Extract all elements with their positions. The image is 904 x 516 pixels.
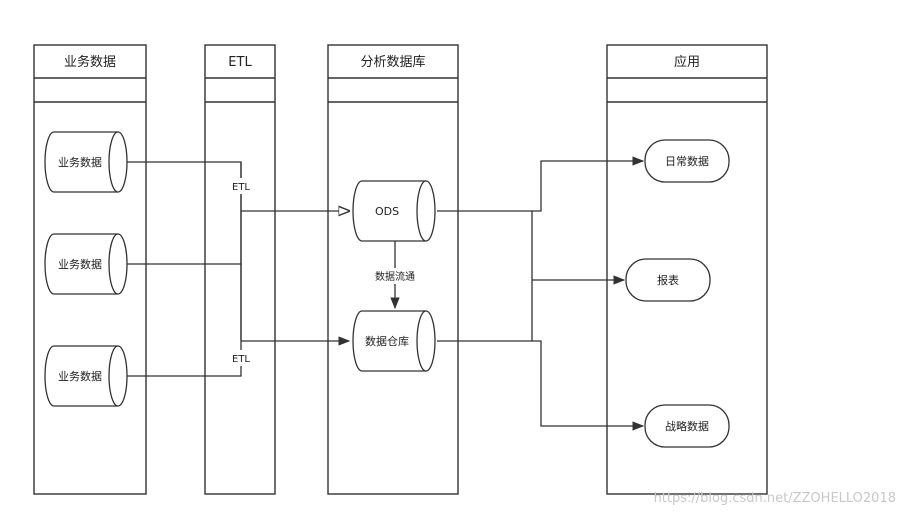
lane-etl: ETL bbox=[204, 44, 276, 495]
svg-text:战略数据: 战略数据 bbox=[665, 419, 709, 433]
svg-text:日常数据: 日常数据 bbox=[665, 154, 709, 168]
lane-title-analysis-db: 分析数据库 bbox=[360, 54, 425, 70]
edge-label-flow: 数据流通 bbox=[375, 270, 415, 283]
node-biz-2: 业务数据 bbox=[44, 233, 128, 295]
svg-text:数据仓库: 数据仓库 bbox=[365, 334, 409, 348]
watermark: https://blog.csdn.net/ZZOHELLO2018 bbox=[653, 491, 896, 506]
svg-text:业务数据: 业务数据 bbox=[58, 155, 102, 169]
svg-text:业务数据: 业务数据 bbox=[58, 369, 102, 383]
edge-label-etl-bottom: ETL bbox=[232, 354, 250, 365]
svg-text:报表: 报表 bbox=[657, 273, 679, 287]
edge-to-strategy bbox=[532, 340, 645, 431]
edge-label-etl-top: ETL bbox=[232, 182, 250, 193]
lane-title-application: 应用 bbox=[674, 54, 700, 70]
node-strategy: 战略数据 bbox=[644, 404, 730, 448]
svg-text:ODS: ODS bbox=[375, 205, 399, 218]
node-daily: 日常数据 bbox=[644, 139, 730, 183]
edge-db-to-bus bbox=[437, 210, 533, 342]
lane-title-etl: ETL bbox=[228, 55, 252, 70]
lane-title-business: 业务数据 bbox=[64, 54, 116, 70]
node-biz-3: 业务数据 bbox=[44, 345, 128, 407]
svg-text:业务数据: 业务数据 bbox=[58, 257, 102, 271]
node-ods: ODS bbox=[352, 180, 436, 242]
node-report: 报表 bbox=[625, 258, 711, 302]
edge-to-daily bbox=[532, 156, 645, 212]
node-warehouse: 数据仓库 bbox=[352, 310, 436, 372]
node-biz-1: 业务数据 bbox=[44, 131, 128, 193]
